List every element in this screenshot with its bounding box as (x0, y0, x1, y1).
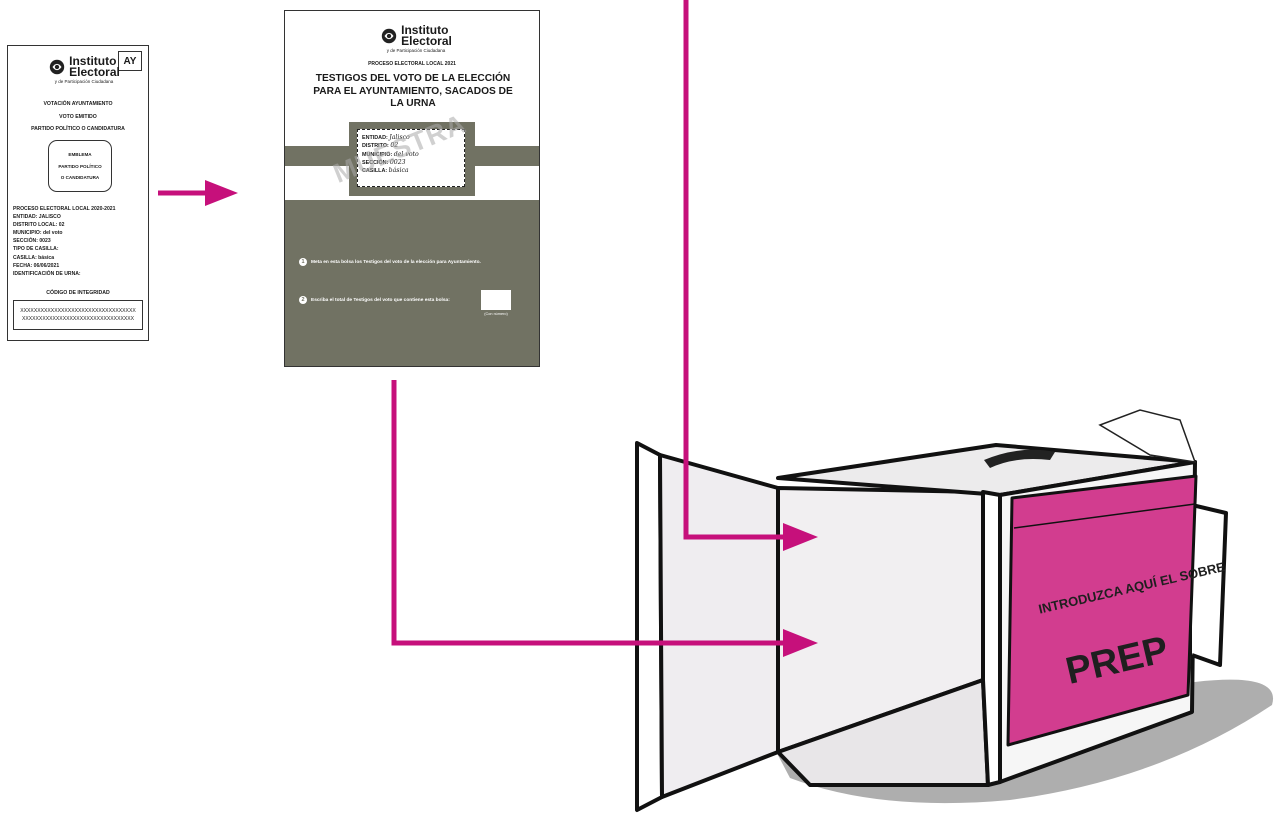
box-side (983, 492, 1000, 785)
arrow-top-to-box (686, 0, 783, 537)
box-left-flap-inner (660, 455, 778, 797)
box-left-flap (637, 443, 662, 810)
box-right-flap (1192, 505, 1226, 665)
arrow-head (205, 180, 238, 206)
